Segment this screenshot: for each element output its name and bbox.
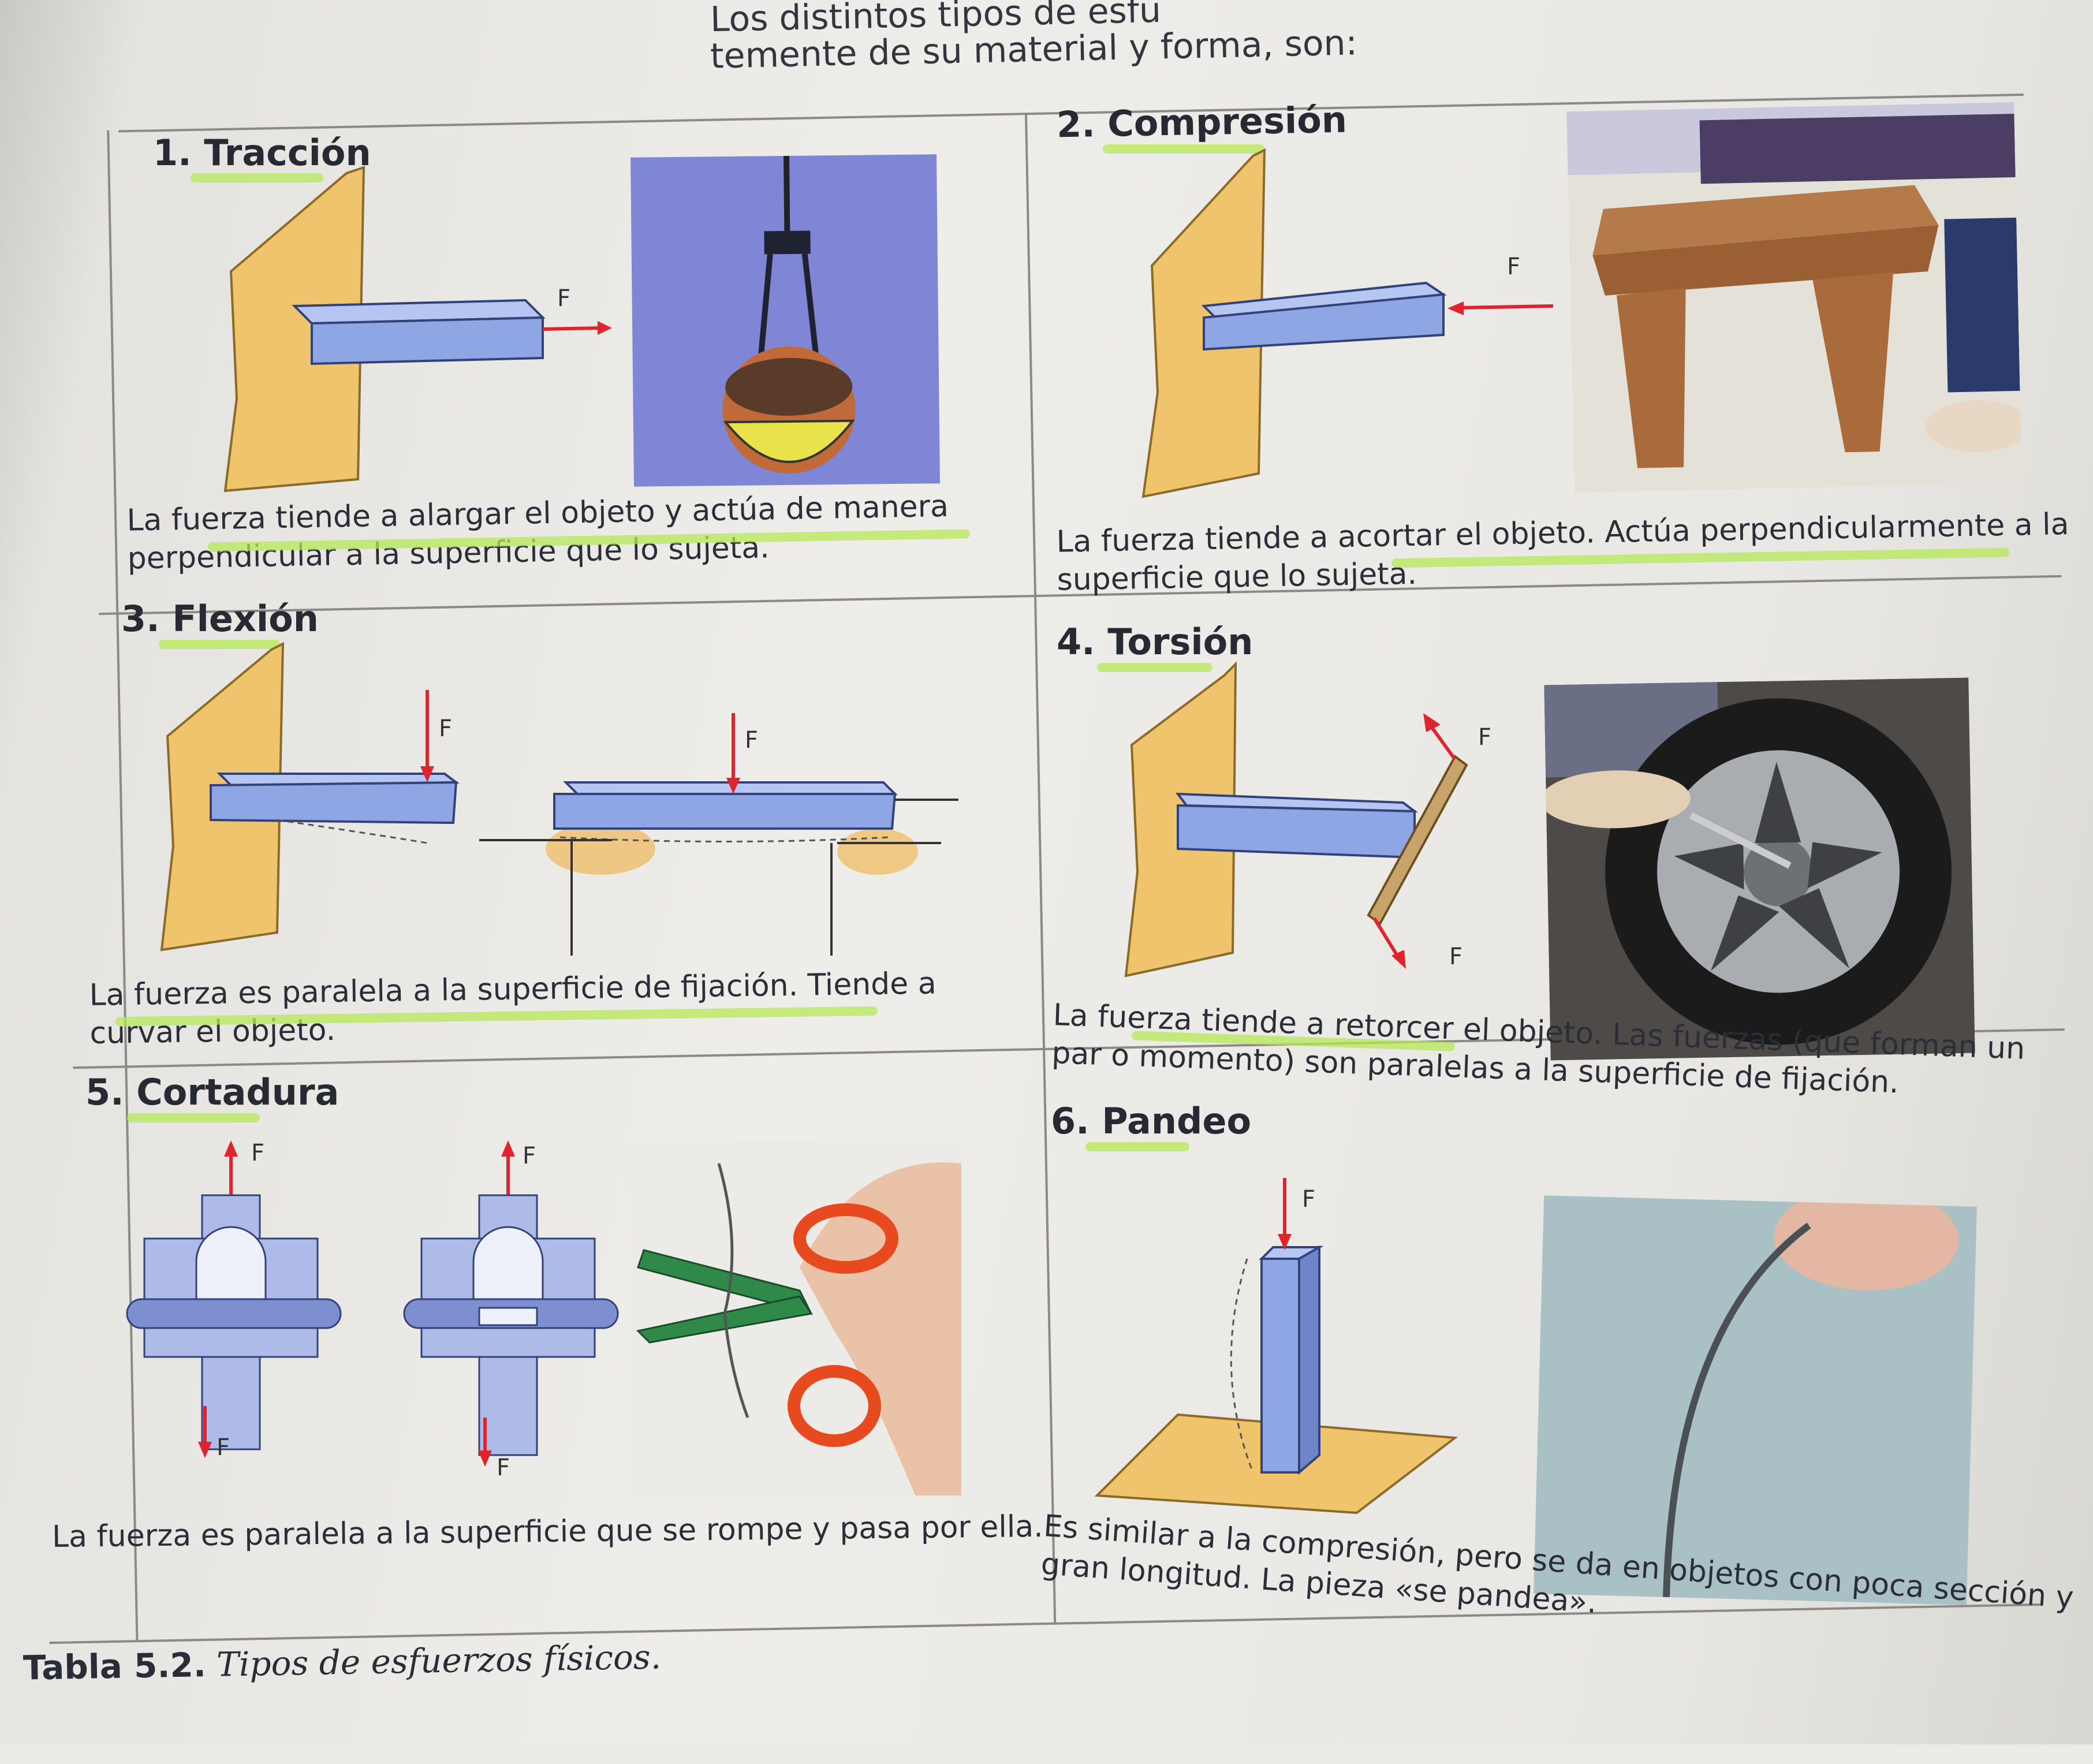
force-label: F <box>557 285 570 312</box>
caption-label: Tabla 5.2. <box>23 1645 206 1688</box>
joint-intact: F F <box>127 1140 341 1461</box>
force-label: F <box>1507 253 1520 280</box>
force-arrow-head <box>598 321 612 335</box>
force-label-4: F <box>497 1455 510 1481</box>
column-front <box>1262 1259 1299 1472</box>
column-right <box>1299 1247 1319 1472</box>
highlight-pandeo <box>1085 1142 1189 1151</box>
stool-photo <box>1566 102 2022 493</box>
bar-front <box>1178 805 1415 857</box>
heading-flexion: 3. Flexión <box>121 598 319 640</box>
heading-torsion: 4. Torsión <box>1057 621 1253 663</box>
pandeo-diagram: F <box>1097 1172 1478 1519</box>
torsion-diagram: F F <box>1120 664 1524 1034</box>
compresion-diagram: F <box>1137 150 1599 520</box>
scissors-photo <box>626 1140 961 1496</box>
bar-left-front <box>211 782 456 823</box>
bar-front <box>312 318 543 364</box>
force-label-3: F <box>523 1143 536 1169</box>
bending-photo <box>1534 1195 1977 1605</box>
cortadura-diagram: F F F <box>115 1117 635 1487</box>
force-arrow-line <box>1461 306 1553 308</box>
force-label: F <box>1302 1186 1315 1213</box>
force-label-2: F <box>745 727 758 754</box>
force-label-1: F <box>439 715 452 742</box>
bar-right-front <box>554 794 895 829</box>
force-arrow-line <box>543 328 600 329</box>
heading-cortadura: 5. Cortadura <box>85 1071 339 1113</box>
heading-pandeo: 6. Pandeo <box>1051 1100 1251 1142</box>
force-label-bottom: F <box>1449 943 1463 970</box>
lamp-photo <box>630 154 940 487</box>
force-label-top: F <box>1478 724 1491 751</box>
flexion-diagram: F F <box>156 644 993 967</box>
force-label-1: F <box>251 1140 264 1166</box>
caption-text: Tipos de esfuerzos físicos. <box>217 1637 662 1684</box>
force-label-2: F <box>217 1434 230 1461</box>
wheel-photo <box>1544 678 1975 1061</box>
joint-cut: F F <box>404 1140 618 1481</box>
heading-compresion: 2. Compresión <box>1056 99 1347 146</box>
force-arrow-head <box>1447 301 1464 315</box>
